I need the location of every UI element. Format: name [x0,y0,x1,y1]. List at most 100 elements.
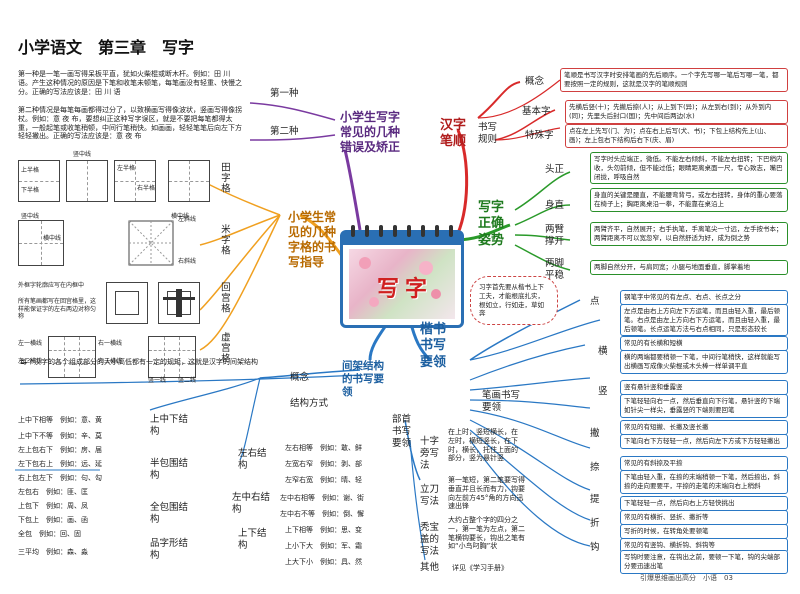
mi-left-diag-label: 左斜线 [178,216,197,223]
zhe-box-2: 写折的时候，在转角处要顿笔 [620,524,788,539]
bishun-gainian: 概念 [525,76,545,87]
xugongge-label: 虚宫格 [218,332,230,364]
gou-text-2: 写钩时要注意，在钩出之前，要顿一下笔，钩的尖端部分要迅速出笔 [624,553,780,570]
zishi-liangbi-text: 两臂齐平，自然展开；右手执笔，手离笔尖一寸远，左手按书本；两臂距离不可以宽忽窄，… [594,225,783,242]
heng-box-1: 常见的有长横和短横 [620,336,788,351]
dian-box-1: 钢笔字中常见的有左点、右点、长点之分 [620,290,788,305]
dian-text-1: 钢笔字中常见的有左点、右点、长点之分 [624,293,741,301]
tian-shu-label: 竖中线 [73,151,92,158]
zzy-item-0: 左中右相等 例如：谢、街 [280,494,364,502]
zzy-title: 左中右结构 [232,492,271,515]
jiegou-gainian: 概念 [290,372,310,383]
zhe-text-2: 写折的时候，在转角处要顿笔 [624,527,709,535]
blossom-image: 写字 [349,249,455,319]
bushou-lidao-text: 第一笔短，第二笔要写得垂直并且长而有力，钩要向左前方45°角的方向迅速出锋 [448,476,525,511]
heng-text-2: 横的两端都要稍顿一下笔，中间行笔稍快，这样就能写出横画写成像火柴棍或木头棒一样单… [624,353,780,370]
jiegou-title: 间架结构的书写要领 [342,360,384,399]
na-text-2: 下笔由轻入重，在捺的末端稍顿一下笔，然后捺出，斜捺的走向要要平，平捺的走笔的末端… [624,473,780,490]
stroke-zhe: 折 [590,518,600,529]
mistakes-title: 小学生写字常见的几种错误及矫正 [340,110,401,154]
mistake-second-label: 第二种 [270,126,299,137]
bushou-shizi: 十字旁写法 [420,436,440,471]
xu-line1-label: 左一横线 [18,340,43,347]
heng-text-1: 常见的有长横和短横 [624,339,683,347]
xugongge-diagram: 左一横线 左二横线 右一横线 右二横线 竖一线 竖二线 [18,336,213,384]
tianzige-diagram: 上半格 下半格 竖中线 左半格 右半格 横中线 [18,150,213,220]
zishi-shenzhi-box: 身直的关键是腰直，不能腰弯背弓，或左右扭转，身体的重心要落在椅子上；胸距离桌沿一… [590,188,788,212]
zishi-liangjiao-box: 两脚自然分开，与肩同宽；小腿与地面垂直，脚掌着地 [590,260,788,275]
qbw-item-3: 全包 例如：回、固 [18,530,81,538]
bishun-teshuzi: 特殊字 [525,130,554,141]
shu-text-1: 竖有悬针竖和垂露竖 [624,383,683,391]
kaishu-title: 楷书书写要领 [420,322,447,370]
na-box-2: 下笔由轻入重，在捺的末端稍顿一下笔，然后捺出，斜捺的走向要要平，平捺的走笔的末端… [620,470,788,494]
xu-line4-label: 右二横线 [98,358,123,365]
mi-shu-label: 竖中线 [21,213,40,220]
hui-outer-label: 所有笔画都写在回宫格里，这样能保证字的左右两边对称匀称 [18,298,97,320]
shangxia-item-0: 上下相等 例如：思、变 [285,526,362,534]
dian-box-2: 左点是由右上方向左下方运笔，而且由轻入重，最后顿笔。右点是由左上方向右下方运笔，… [620,304,788,337]
szx-title: 上中下结构 [150,414,189,437]
mistake-second-text: 第二种情况是每笔每画都得过分了，以致横画写得像波状，竖画写得像拐杖。例如：意 夜… [18,106,242,141]
tian-left-label: 左半格 [117,165,136,172]
zishi-liangbi: 两臂撑开 [545,224,565,247]
bishun-teshuzi-text: 点在左上先写(门、为)；点在右上后写(犬、书)；下包上结构先上(山、画)；左上包… [569,127,771,144]
bishun-jibenzi-text: 先横后竖(十)；先撇后捺(人)；从上到下(异)；从左到右(到)；从外到内(同)；… [569,103,772,120]
bushou-qita-text: 详见《学习手册》 [452,564,508,572]
huigongge-label: 回宫格 [218,282,230,314]
center-word: 写字 [377,277,434,302]
page-title: 小学语文 第三章 写字 [18,38,195,57]
tian-heng-label: 横中线 [171,213,190,220]
tian-right-label: 右半格 [137,185,156,192]
kaishu-note-text: 习字首先要从楷书上下工夫，才能根底扎实，根如立，行如走，草如奔 [479,283,544,318]
xu-v1-label: 竖一线 [148,377,167,384]
kaishu-note: 习字首先要从楷书上下工夫，才能根底扎实，根如立，行如走，草如奔 [470,276,558,326]
bbw-item-1: 左下包右上 例如：远、延 [18,460,102,468]
mi-right-diag-label: 右斜线 [178,258,197,265]
center-calendar: 写字 [340,225,464,328]
person-figure-icon [176,289,182,317]
bushou-tubao-text: 大约占整个字的四分之一，第一笔为左点，第二笔横钩要长，钩出之笔有如“小鸟叼胸”状 [448,516,525,551]
bishun-teshuzi-box: 点在左上先写(门、为)；点在右上后写(犬、书)；下包上结构先上(山、画)；左上包… [565,124,788,148]
pzx-title: 品字形结构 [150,538,189,561]
mi-heng-label: 横中线 [43,235,62,242]
shu-box-2: 下笔轻轻向右一点，然后垂直向下行笔，悬针竖的下端如针尖一样尖，垂露竖的下端则要回… [620,394,788,418]
zishi-title: 写字正确姿势 [478,200,505,248]
zishi-liangjiao-text: 两脚自然分开，与肩同宽；小腿与地面垂直，脚掌着地 [594,263,750,271]
bbw-item-0: 左上包右下 例如：房、届 [18,446,102,454]
hui-inner-label: 外框字轮廓应写在内框中 [18,282,85,289]
tian-up-label: 上半格 [21,167,40,174]
bishun-title: 汉字笔顺 [440,118,467,150]
kaishu-bihua: 笔画书写要领 [482,390,521,413]
stroke-gou: 钩 [590,542,600,553]
zuoyou-item-2: 左窄右宽 例如：晴、轻 [285,476,362,484]
qbw-item-2: 下包上 例如：画、函 [18,516,88,524]
zishi-touzheng: 头正 [545,164,565,175]
pzx-item-0: 三平均 例如：森、淼 [18,548,88,556]
jiegou-fangshi: 结构方式 [290,398,329,409]
shu-box-1: 竖有悬针竖和垂露竖 [620,380,788,395]
xu-line3-label: 左二横线 [18,358,43,365]
shangxia-title: 上下结构 [238,528,267,551]
szx-item-1: 上中下不等 例如：辛、莫 [18,432,102,440]
stroke-ti: 提 [590,494,600,505]
zishi-touzheng-box: 写字时头应端正，微低。不能左右倾斜，不能左右扭转；下巴稍内收，头勿前倾，但不能过… [590,152,788,185]
na-box-1: 常见的有斜捺及平捺 [620,456,788,471]
grids-title: 小学生常见的几种字格的书写指导 [288,210,337,269]
bishun-gainian-box: 笔顺是书写汉字时安排笔画的先后顺序。一个字先写哪一笔后写哪一笔，都要按照一定的规… [560,68,788,92]
zuoyou-item-0: 左右相等 例如：敢、鲜 [285,444,362,452]
bushou-tubao: 秃宝盖的写法 [420,522,440,557]
zuoyou-item-1: 左宽右窄 例如：剥、部 [285,460,362,468]
zzy-item-1: 左中右不等 例如：倒、懈 [280,510,364,518]
bishun-gainian-text: 笔顺是书写汉字时安排笔画的先后顺序。一个字先写哪一笔后写哪一笔，都要按照一定的规… [564,71,779,88]
zishi-shenzhi: 身直 [545,200,565,211]
szx-item-0: 上中下相等 例如：意、黄 [18,416,102,424]
page-footer: 引爆思维画出高分 小语 03 [640,574,733,582]
bushou-qita: 其他 [420,562,440,573]
huigongge-diagram: 外框字轮廓应写在内框中 所有笔画都写在回宫格里，这样能保证字的左右两边对称匀称 [18,278,213,333]
stroke-dian: 点 [590,296,600,307]
shangxia-item-2: 上大下小 例如：具、然 [285,558,362,566]
zhe-text-1: 常见的有横折、竖折、撇折等 [624,513,709,521]
zishi-liangjiao: 两脚平稳 [545,258,565,281]
dian-text-2: 左点是由右上方向左下方运笔，而且由轻入重，最后顿笔。右点是由左上方向右下方运笔，… [624,307,780,333]
